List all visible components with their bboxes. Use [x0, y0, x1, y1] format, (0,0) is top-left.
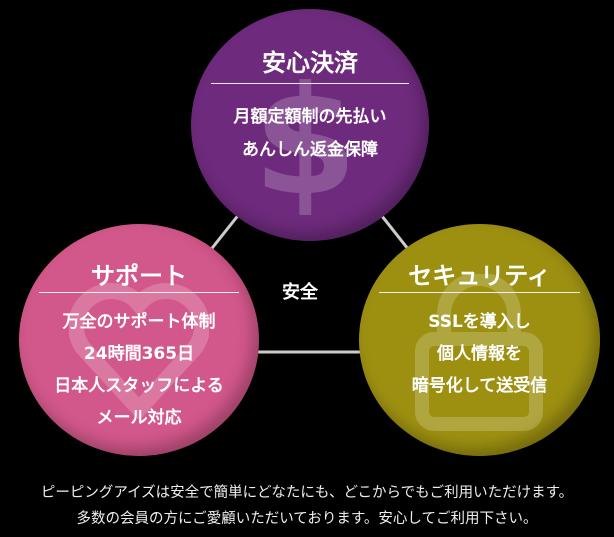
footer-text: ピーピングアイズは安全で簡単にどなたにも、どこからでもご利用いただけます。 多数…: [0, 480, 614, 532]
heart-icon: [69, 283, 209, 419]
support-line: 万全のサポート体制: [62, 312, 216, 332]
payment-line: あんしん返金保障: [242, 140, 378, 160]
footer-line: ピーピングアイズは安全で簡単にどなたにも、どこからでもご利用いただけます。: [40, 485, 574, 501]
divider: [379, 292, 580, 293]
security-title: セキュリティ: [408, 262, 551, 290]
security-line: 個人情報を: [437, 344, 522, 364]
lock-icon: [415, 274, 543, 431]
support-line: 日本人スタッフによる: [54, 376, 224, 396]
dollar-icon: $: [253, 55, 358, 229]
divider: [39, 292, 239, 293]
support-line: メール対応: [96, 408, 182, 428]
payment-title: 安心決済: [262, 49, 358, 77]
center-label: 安全: [282, 282, 318, 303]
support-circle: サポート 万全のサポート体制 24時間365日 日本人スタッフによる メール対応: [19, 224, 259, 456]
support-title: サポート: [91, 262, 187, 290]
security-circle: セキュリティ SSLを導入し 個人情報を 暗号化して送受信: [359, 224, 600, 456]
security-line: SSLを導入し: [428, 312, 531, 332]
divider: [211, 83, 409, 84]
support-line: 24時間365日: [83, 344, 195, 364]
footer-line: 多数の会員の方にご愛顧いただいております。安心してご利用下さい。: [76, 511, 538, 527]
security-line: 暗号化して送受信: [411, 376, 548, 396]
payment-line: 月額定額制の先払い: [233, 107, 387, 127]
payment-circle: $ 安心決済 月額定額制の先払い あんしん返金保障: [191, 9, 429, 241]
